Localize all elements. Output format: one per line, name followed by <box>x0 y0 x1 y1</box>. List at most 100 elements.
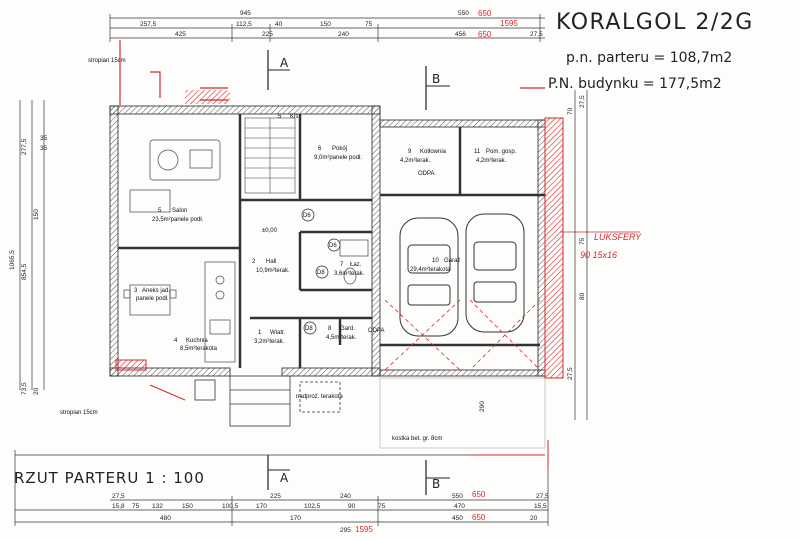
right-dim-3: 80 <box>579 292 586 300</box>
room-name-gard: Gard. <box>340 326 355 332</box>
room-name-laz: Łaz. <box>350 262 362 268</box>
room-num-hall: 2 <box>252 259 256 265</box>
room-area-kuchnia: 8,5m²terakota <box>180 346 218 352</box>
plan-title: RZUT PARTERU 1 : 100 <box>14 469 205 487</box>
red-overall-top: 1595 <box>500 19 518 28</box>
dining-table <box>123 284 177 316</box>
red-top-dim-1: 650 <box>478 9 492 18</box>
section-a-label-top: A <box>280 56 289 70</box>
room-num-kotlownia: 9 <box>408 149 412 155</box>
left-dim-1: 1065,5 <box>9 250 16 270</box>
odpa-label-2: ODPA <box>368 328 385 334</box>
room-num-salon: 5 <box>158 208 162 214</box>
garage-cars <box>399 213 525 337</box>
top-dim-11: 456 <box>455 31 466 38</box>
bottom-dim-r2-9: 75 <box>378 503 386 510</box>
room-num-aneks: 3 <box>134 288 138 294</box>
left-dim-4: 150 <box>33 209 40 220</box>
right-dim-4: 290 <box>479 401 486 412</box>
door-tags <box>301 208 341 335</box>
red-markup-top <box>119 40 545 105</box>
taras-note: nadproż. terakota <box>296 394 343 400</box>
exterior-walls-house <box>109 105 381 377</box>
bottom-dim-r2-7: 102,5 <box>304 503 321 510</box>
room-name-kuchnia: Kuchnia <box>186 338 208 344</box>
right-dimension-lines <box>574 90 588 420</box>
section-marker-b-bottom: B <box>425 460 450 495</box>
top-dim-4: 150 <box>320 21 331 28</box>
red-markup-bottom <box>149 384 549 470</box>
level-label: ±0,00 <box>262 228 278 234</box>
project-title: KORALGOL 2/2G <box>556 10 754 35</box>
bottom-dim-r2-3: 132 <box>152 503 163 510</box>
bottom-dim-r3-4: 450 <box>452 515 463 522</box>
left-dimension-lines <box>19 100 45 390</box>
red-hatch-top-window <box>185 90 230 104</box>
door-tag-d8a: D8 <box>317 270 325 276</box>
top-dim-3: 40 <box>275 21 283 28</box>
left-dim-5: 35 <box>40 135 48 142</box>
room-area-salon: 23,5m²panele podł. <box>152 217 204 223</box>
room-name-aneks: Aneks jad. <box>142 288 170 294</box>
kitchen-counter <box>204 261 236 363</box>
red-bottom-overall: 1595 <box>355 525 373 534</box>
overall-width-dim: 945 <box>240 10 251 17</box>
room-num-kuchnia: 4 <box>174 338 178 344</box>
salon-furniture <box>129 139 221 213</box>
kostka-note: kostka bet. gr. 8cm <box>392 436 442 442</box>
entrance-porch <box>194 375 341 427</box>
top-dim-7: 27,5 <box>530 31 543 38</box>
red-top-dim-2: 650 <box>478 30 492 39</box>
bathroom-fixtures <box>339 239 369 285</box>
room-area-wiatr: 3,2m²terak. <box>254 339 285 345</box>
red-bottom-dim-1: 650 <box>472 490 486 499</box>
room-area-aneks: panele podł. <box>136 296 169 302</box>
right-dim-1: 70 <box>567 107 574 115</box>
door-tag-d6b: D6 <box>329 243 337 249</box>
section-marker-b-top: B <box>425 66 450 110</box>
right-dim-2: 75 <box>579 237 586 245</box>
room-area-pokoj: 9,0m²panele podł. <box>314 155 362 161</box>
top-dim-10: 240 <box>338 31 349 38</box>
left-dim-8: 20 <box>33 387 40 395</box>
stropian-note-top: stropian 15cm <box>88 58 126 64</box>
garage-door-diagonals <box>384 299 541 371</box>
room-labels: 5 Salon 23,5m²panele podł. 6 Pokój 9,0m²… <box>134 114 517 352</box>
driveway-hatch <box>379 377 546 449</box>
room-name-salon: Salon <box>172 208 187 214</box>
odpa-label-1: ODPA <box>418 171 435 177</box>
room-num-wiatr: 1 <box>258 330 262 336</box>
room-area-gard: 4,5m²terak. <box>326 335 357 341</box>
section-marker-a-top: A <box>267 50 290 90</box>
room-area-hall: 10,9m²terak. <box>256 268 290 274</box>
bottom-dim-r2-5: 100,5 <box>222 503 239 510</box>
top-dim-1: 257,5 <box>140 21 157 28</box>
staircase <box>244 117 296 194</box>
bottom-dim-r3-3: 295 <box>340 527 351 534</box>
bottom-dim-r2-6: 170 <box>256 503 267 510</box>
left-dim-7: 73,5 <box>21 382 28 395</box>
room-num-kls: 5 <box>278 114 282 120</box>
right-dim-6: 27,5 <box>579 95 586 108</box>
top-dimension-lines <box>109 14 545 42</box>
left-dim-6: 35 <box>40 145 48 152</box>
room-name-pokoj: Pokój <box>332 146 347 152</box>
room-num-gard: 8 <box>328 326 332 332</box>
top-dim-9: 225 <box>262 31 273 38</box>
luxfery-size-note: 90 15x16 <box>580 250 617 260</box>
room-name-garaz: Garaż <box>444 258 460 264</box>
building-area: P.N. budynku = 177,5m2 <box>548 76 722 92</box>
top-dim-2: 112,5 <box>236 21 252 28</box>
bottom-dim-r2-8: 90 <box>348 503 356 510</box>
bottom-dim-r2-4: 150 <box>182 503 193 510</box>
left-dim-3: 277,5 <box>21 138 28 155</box>
bottom-dim-r2-2: 75 <box>132 503 140 510</box>
interior-walls <box>118 114 545 368</box>
section-marker-a-bottom: A <box>267 455 290 490</box>
ground-floor-area: p.n. parteru = 108,7m2 <box>566 50 732 66</box>
room-num-pom-gosp: 11 <box>474 149 481 155</box>
red-bottom-dim-2: 650 <box>472 513 486 522</box>
room-name-pom-gosp: Pom. gosp. <box>486 149 517 155</box>
luxfery-note: LUKSFERY <box>594 232 642 242</box>
room-area-garaz: 29,4m²terakota <box>410 267 451 273</box>
